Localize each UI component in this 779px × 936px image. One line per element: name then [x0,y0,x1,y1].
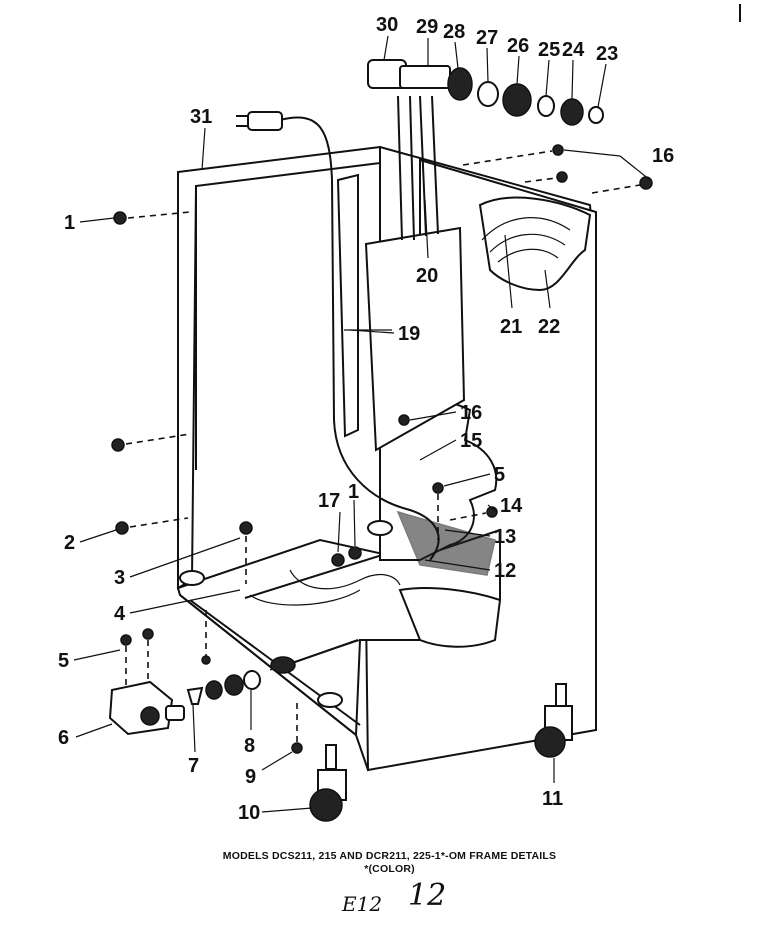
callout-22: 22 [538,316,560,338]
callout-20: 20 [416,265,438,287]
leader-lines [73,35,651,813]
callout-17: 17 [318,490,340,512]
callout-27: 27 [476,27,498,49]
callout-30: 30 [376,14,398,36]
callout-1-upper: 1 [64,212,75,234]
callout-7: 7 [188,755,199,777]
caption-line-2: *(COLOR) [364,863,415,875]
handwritten-right: 12 [408,878,447,913]
callout-11: 11 [542,788,563,810]
cabinet-frame [176,145,597,772]
callout-8: 8 [244,735,255,757]
callout-26: 26 [507,35,529,57]
callout-10: 10 [238,802,260,824]
callout-29: 29 [416,16,438,38]
callout-9: 9 [245,766,256,788]
callout-16-lower: 16 [460,402,482,424]
callout-5-left: 5 [58,650,69,672]
callout-12: 12 [494,560,516,582]
callout-4: 4 [114,603,126,625]
callout-31: 31 [190,106,212,128]
callout-16-upper: 16 [652,145,674,167]
callout-15: 15 [460,430,482,452]
callout-13: 13 [494,526,516,548]
callout-14: 14 [500,495,523,517]
callout-3: 3 [114,567,125,589]
power-cord [236,111,440,561]
callout-6: 6 [58,727,69,749]
callout-24: 24 [562,39,585,61]
callout-5-right: 5 [494,464,505,486]
callout-21: 21 [500,316,522,338]
callout-2: 2 [64,532,75,554]
fasteners [111,144,653,754]
casters [309,683,573,822]
hose-assembly [367,59,604,241]
handwritten-left: E12 [342,892,383,916]
callout-25: 25 [538,39,560,61]
callout-labels: 1 2 3 4 5 6 7 8 9 10 11 12 13 14 5 15 16… [58,14,674,824]
callout-19: 19 [398,323,420,345]
callout-23: 23 [596,43,618,65]
valve-group [108,628,261,736]
callout-28: 28 [443,21,465,43]
caption-line-1: MODELS DCS211, 215 AND DCR211, 225-1*-OM… [222,850,557,862]
callout-1-lower: 1 [348,481,359,503]
